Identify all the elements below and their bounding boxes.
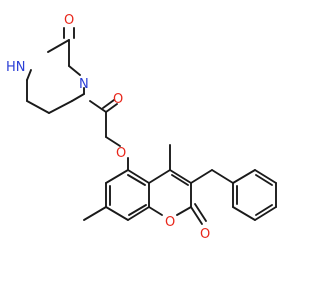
bond	[128, 204, 147, 216]
bond	[105, 103, 118, 113]
bond	[127, 174, 146, 186]
bond	[190, 169, 213, 184]
bond	[194, 203, 207, 222]
bond	[254, 206, 277, 221]
bond	[26, 100, 50, 114]
bond	[83, 206, 107, 221]
structure-canvas: HN O N O O O O	[6, 13, 277, 242]
bond	[102, 99, 115, 109]
bond	[105, 169, 129, 184]
bond	[68, 65, 81, 76]
atom-label-oxygen: O	[64, 13, 74, 28]
bond	[232, 169, 256, 184]
atom-label-nitrogen: N	[79, 77, 89, 92]
bond	[255, 204, 273, 216]
atom-label-oxygen: O	[116, 146, 126, 161]
bond	[127, 206, 150, 221]
bond	[47, 39, 70, 53]
atom-label-nh: HN	[6, 60, 26, 75]
bond	[48, 100, 73, 114]
bond	[148, 169, 171, 184]
bond	[255, 174, 273, 186]
bond	[105, 136, 121, 147]
bond	[190, 206, 203, 225]
chemical-structure: HN O N O O O O	[6, 13, 277, 242]
piperazinone-ring	[26, 27, 85, 114]
bond	[176, 206, 192, 216]
bond	[71, 93, 85, 102]
bond	[232, 206, 256, 221]
coumarin-core	[83, 144, 207, 225]
atom-labels: HN O N O O O O	[6, 13, 210, 242]
bond	[105, 206, 129, 221]
benzyl-group	[190, 169, 277, 221]
bond	[211, 169, 234, 184]
bond	[171, 174, 189, 186]
bond	[89, 100, 107, 113]
bond	[26, 69, 32, 81]
bond	[169, 169, 192, 184]
bond	[148, 206, 163, 216]
atom-label-oxygen: O	[165, 215, 175, 230]
bond	[254, 169, 277, 184]
bond	[127, 169, 150, 184]
atom-label-oxygen: O	[200, 227, 210, 242]
acetyl-linker	[89, 99, 121, 147]
atom-label-oxygen: O	[113, 92, 123, 107]
